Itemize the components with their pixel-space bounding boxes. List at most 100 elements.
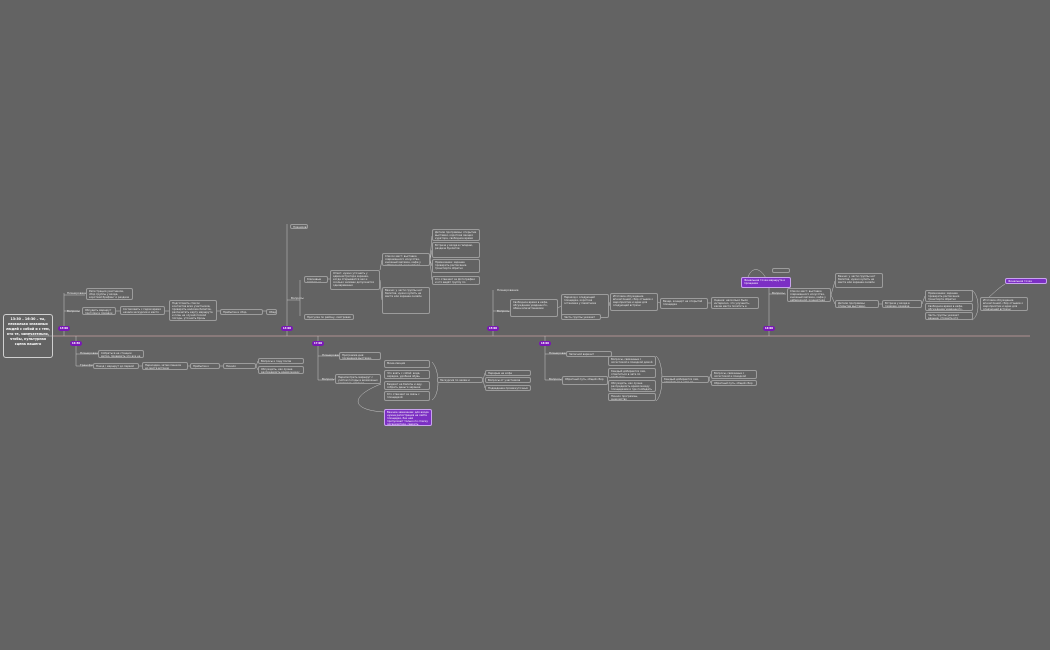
time-marker[interactable]: 16:00: [763, 326, 775, 331]
topic-node[interactable]: Примечание: заранее проверить расписание…: [925, 290, 973, 302]
connector-curve: [971, 289, 979, 321]
topic-node[interactable]: Планирование: [290, 224, 308, 229]
topic-node[interactable]: Программа дня: посещение выставки, прогу…: [339, 352, 381, 360]
connector-line: [482, 372, 486, 381]
topic-node[interactable]: Свободное время в кафе, обсуждение увиде…: [510, 299, 558, 317]
topic-node[interactable]: Регистрация участников, сбор группы у вх…: [86, 288, 133, 300]
time-marker[interactable]: 18:00: [539, 341, 551, 346]
connector-line: [830, 294, 836, 305]
topic-node[interactable]: Прогулка по району, смотровая площадка и…: [304, 314, 354, 320]
topic-node[interactable]: Список мест: выставка современного искус…: [382, 253, 430, 266]
topic-node[interactable]: Каждый добирается сам, отметиться в чате…: [608, 368, 656, 378]
topic-node[interactable]: Обратный путь, общий сбор: [711, 380, 757, 386]
topic-node[interactable]: Каждый добирается сам, отметиться в чате…: [661, 376, 709, 383]
topic-node[interactable]: [772, 268, 790, 273]
connector-line: [429, 235, 433, 261]
topic-node[interactable]: Свободное время в кафе, обсуждение увиде…: [925, 303, 973, 311]
topic-node[interactable]: Итоговое обсуждение впечатлений, сбор от…: [610, 293, 658, 311]
highlight-node[interactable]: Финальная точка маршрута и прощание: [1005, 278, 1047, 284]
time-marker[interactable]: 15:00: [487, 326, 499, 331]
topic-node[interactable]: Мини-лекция: [384, 360, 430, 368]
connector-line: [379, 259, 383, 271]
topic-node[interactable]: Запасной вариант программы на случай дож…: [566, 351, 612, 357]
highlight-node[interactable]: Важное замечание: для входа нужна регист…: [384, 409, 432, 426]
time-marker[interactable]: 14:00: [281, 326, 293, 331]
connector-line: [429, 249, 433, 261]
branch-label-issues[interactable]: Вопросы: [497, 309, 510, 313]
connector-line: [830, 280, 836, 296]
topic-node[interactable]: Поезд / маршрут до первой локации: [93, 363, 139, 369]
branch-label-issues[interactable]: Вопросы: [549, 377, 562, 381]
connector-lines: [28, 224, 1030, 413]
topic-node[interactable]: Обсуждить, как лучше распределить время …: [608, 380, 656, 392]
topic-node[interactable]: Подготовить список контактов всех участн…: [169, 300, 217, 321]
topic-node[interactable]: Обсудить маршрут прогулки и порядок движ…: [82, 307, 116, 315]
connector-line: [255, 360, 259, 367]
connector-line: [482, 379, 486, 389]
topic-node[interactable]: Важно: у части группы нет билетов, нужно…: [382, 287, 430, 314]
topic-node[interactable]: Список мест: выставка современного искус…: [787, 288, 831, 302]
topic-node[interactable]: Часть группы уезжает раньше, уточнить кт…: [925, 312, 973, 320]
topic-node[interactable]: Детали программы: открытие выставки, кор…: [835, 300, 879, 308]
topic-node[interactable]: Прибытие и сбор, инструктаж на месте: [220, 309, 263, 315]
topic-node[interactable]: Начало программы, знакомство: [608, 393, 656, 401]
topic-node[interactable]: Пересадка, затем пешком до места встречи: [142, 362, 188, 370]
connector-curve: [357, 383, 385, 413]
topic-node[interactable]: Оценка: насколько было интересно, что ул…: [711, 297, 759, 309]
topic-node[interactable]: Обед: [266, 309, 277, 315]
highlight-node[interactable]: Финальная точка маршрута и прощание: [741, 277, 791, 288]
connector-line: [255, 365, 259, 371]
topic-node[interactable]: Подведение промежуточных итогов: [485, 385, 531, 391]
topic-node[interactable]: Вопросы к гиду после экскурсии: [258, 358, 304, 364]
branch-label-issues[interactable]: Вопросы: [772, 291, 785, 295]
topic-node[interactable]: Обратный путь, общий сбор: [562, 376, 608, 385]
connector-line: [921, 295, 926, 305]
branch-label-plans[interactable]: Планирование: [80, 351, 102, 355]
topic-node[interactable]: Вопросы от участников: [485, 377, 531, 383]
connector-line: [429, 259, 433, 281]
root-topic[interactable]: 13:30 – 16:30 – ты, несколько знакомых л…: [3, 314, 53, 358]
topic-node[interactable]: Что взять с собой: вода, зарядка, удобна…: [384, 370, 430, 379]
topic-node[interactable]: Итоговое обсуждение впечатлений, сбор от…: [980, 297, 1028, 311]
branch-label-plans[interactable]: Планирование: [322, 353, 344, 357]
branch-label-issues[interactable]: Вопросы: [291, 296, 304, 300]
connector-line: [379, 279, 383, 301]
topic-node[interactable]: Важно: у части группы нет билетов, нужно…: [835, 273, 883, 288]
topic-node[interactable]: Кто отвечает за связь с площадкой: [384, 391, 430, 401]
time-marker[interactable]: 16:30: [70, 341, 82, 346]
time-marker[interactable]: 13:00: [58, 326, 70, 331]
topic-node[interactable]: Вопросы, связанные с логистикой и поездк…: [608, 356, 656, 366]
topic-node[interactable]: Согласовать с гидом время начала экскурс…: [120, 306, 165, 315]
topic-node[interactable]: Встреча у входа в галерею, раздача букле…: [882, 300, 922, 308]
branch-label-plans[interactable]: Планирование: [67, 291, 89, 295]
topic-node[interactable]: Детали программы: открытие выставки, кор…: [432, 229, 480, 241]
topic-node[interactable]: Вечер, концерт на открытой площадке: [660, 298, 708, 309]
topic-node[interactable]: Встреча у входа в галерею, раздача букле…: [432, 242, 480, 258]
connector-line: [608, 301, 611, 307]
topic-node[interactable]: Пересмотреть маршрут с учётом погоды и в…: [335, 374, 381, 384]
connector-line: [708, 378, 712, 384]
topic-node[interactable]: Бюджет на билеты и еду, собрать деньги з…: [384, 381, 430, 390]
branch-label-plans[interactable]: Планирование: [549, 351, 571, 355]
topic-node[interactable]: Обсуждить, как лучше распределить время …: [258, 366, 304, 374]
topic-node[interactable]: Кто отвечает за фотографии и кто ведёт г…: [432, 276, 480, 285]
topic-node[interactable]: Экскурсия по залам и обсуждение работ: [437, 377, 483, 383]
connector-line: [557, 305, 562, 309]
connector-line: [708, 373, 712, 380]
branch-label-issues[interactable]: Вопросы: [322, 377, 335, 381]
connector-line: [657, 301, 661, 304]
topic-node[interactable]: Собраться на станции метро, проверить чт…: [98, 350, 144, 358]
topic-node[interactable]: Вопросы, связанные с логистикой и поездк…: [711, 370, 757, 379]
branch-label-transfer[interactable]: Трансфер: [80, 363, 95, 367]
topic-node[interactable]: Ключевые вопросы к организаторам: как пр…: [304, 276, 328, 283]
topic-node[interactable]: Часть группы уезжает раньше, уточнить кт…: [561, 314, 601, 320]
topic-node[interactable]: Ответ: нужно уточнить у администратора з…: [330, 270, 380, 290]
branch-label-plans[interactable]: Планирование: [497, 288, 519, 292]
topic-node[interactable]: Перерыв на кофе: [485, 370, 531, 376]
branch-label-issues[interactable]: Вопросы: [67, 309, 80, 313]
topic-node[interactable]: Прибытие к площадке: [190, 363, 220, 369]
topic-node[interactable]: Примечание: заранее проверить расписание…: [432, 259, 480, 273]
time-marker[interactable]: 17:00: [312, 341, 324, 346]
topic-node[interactable]: Начало программы, знакомство: [223, 363, 256, 369]
